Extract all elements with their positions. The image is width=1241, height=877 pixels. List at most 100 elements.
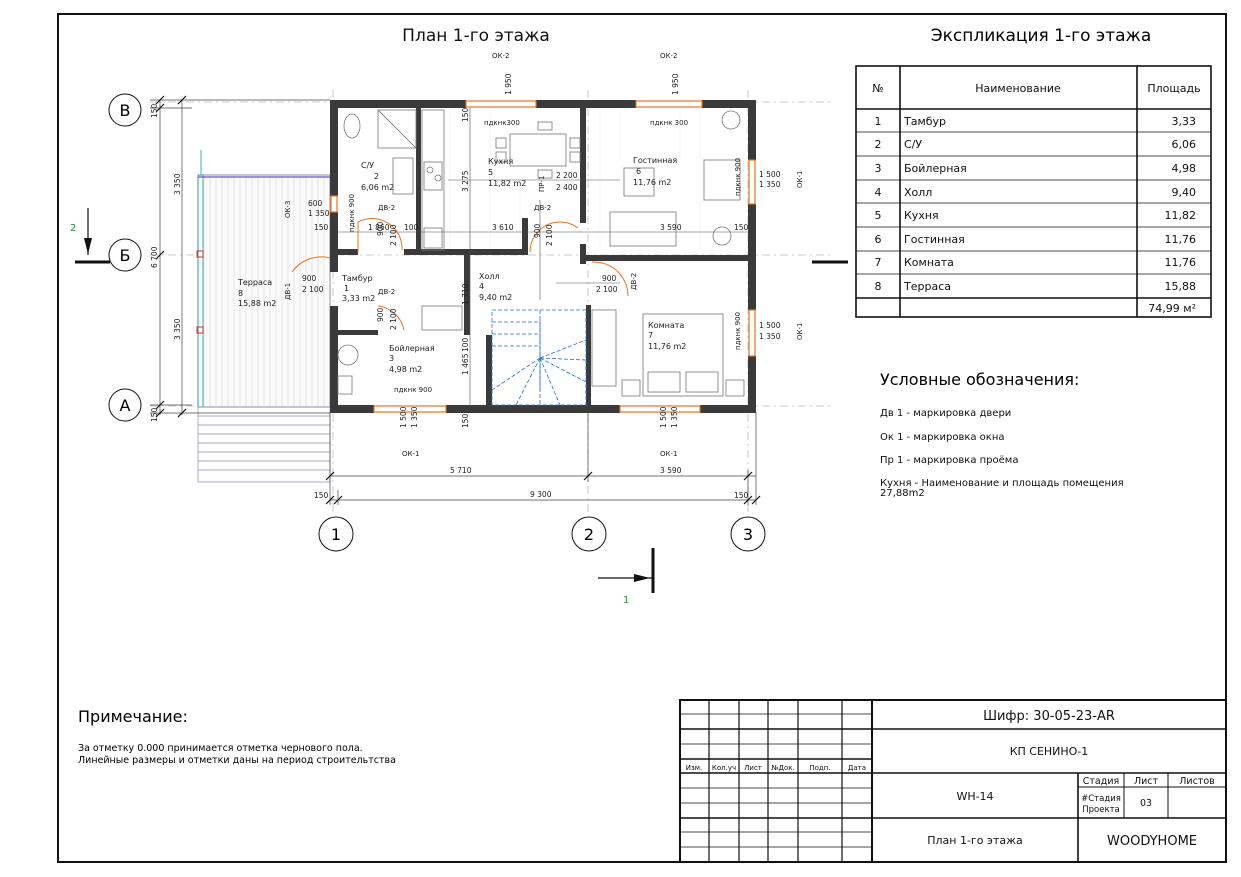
dim-150-top: 150 xyxy=(150,103,159,118)
explication-row-name: Тамбур xyxy=(903,115,946,128)
room-tambur-area: 3,33 m2 xyxy=(342,294,375,303)
mark-ok1-right-1: ОК-1 xyxy=(796,171,804,188)
explication-row-area: 4,98 xyxy=(1172,162,1197,175)
dim-3590-mid: 3 590 xyxy=(660,223,682,232)
axis-bubble-v xyxy=(108,93,142,127)
exterior-dim-lines xyxy=(150,99,757,505)
axis-label-v: В xyxy=(120,101,131,120)
mark-ok1-right-2: ОК-1 xyxy=(796,323,804,340)
note-title: Примечание: xyxy=(78,707,188,726)
axis-label-b: Б xyxy=(120,246,131,265)
explication-row-area: 11,76 xyxy=(1165,233,1197,246)
stamp-stage-header: Стадия xyxy=(1083,776,1119,787)
explication-row-num: 1 xyxy=(875,115,882,128)
mark-dv1: ДВ-1 xyxy=(284,283,292,300)
element-marks: ОК-2 ОК-2 ОК-1 ОК-1 ОК-3 ОК-1 ОК-1 ДВ-2 … xyxy=(284,52,804,458)
room-living-name: Гостинная xyxy=(633,156,677,165)
dim-2200: 2 200 xyxy=(556,171,578,180)
stamp-object: WH-14 xyxy=(956,790,993,803)
explication-row-num: 2 xyxy=(875,138,882,151)
explication-row-num: 6 xyxy=(875,233,882,246)
dim-1500-b1: 1 500 xyxy=(399,406,408,428)
doors xyxy=(291,218,629,331)
interior-dim-lines xyxy=(338,108,748,405)
explication-row-name: Бойлерная xyxy=(904,162,967,175)
dim-150-bottom: 150 xyxy=(150,407,159,422)
mark-ok2-b: ОК-2 xyxy=(660,52,677,60)
explication-header-num: № xyxy=(872,82,883,95)
room-su-name: С/У xyxy=(361,161,374,170)
room-kitchen-name: Кухня xyxy=(488,157,513,166)
dim-5710: 5 710 xyxy=(450,466,472,475)
explication-header-area: Площадь xyxy=(1147,82,1200,95)
dim-1500-r1: 1 500 xyxy=(759,170,781,179)
section-mark-2: 2 xyxy=(70,208,848,264)
legend-item-room: Кухня - Наименование и площадь помещения xyxy=(880,478,1124,489)
dim-1350-b1: 1 350 xyxy=(410,406,419,428)
note-line-1: За отметку 0.000 принимается отметка чер… xyxy=(78,743,363,754)
mark-dv2-a: ДВ-2 xyxy=(378,204,395,212)
explication-table-text: № Наименование Площадь 1 Тамбур 3,33 2 С… xyxy=(872,82,1200,315)
room-terrace-area: 15,88 m2 xyxy=(238,299,276,308)
title-block-text: Изм. Кол.уч Лист №Док. Подп. Дата Шифр: … xyxy=(686,709,1215,849)
section-label-2: 2 xyxy=(70,223,76,234)
room-terrace-name: Терраса xyxy=(237,278,272,287)
note-line-2: Линейные размеры и отметки даны на перио… xyxy=(78,755,396,766)
mark-ok1-bottom-1: ОК-1 xyxy=(402,450,419,458)
room-tambur-name: Тамбур xyxy=(341,274,373,283)
axis-label-2: 2 xyxy=(584,525,594,544)
room-su-area: 6,06 m2 xyxy=(361,183,394,192)
dim-3350-top: 3 350 xyxy=(173,173,182,195)
dim-150-v-top: 150 xyxy=(461,107,470,122)
dim-150-mid-left: 150 xyxy=(314,223,329,232)
explication-row-name: Гостинная xyxy=(904,233,965,246)
mark-ok1-bottom-2: ОК-1 xyxy=(660,450,677,458)
walls xyxy=(330,100,756,413)
explication-total: 74,99 м² xyxy=(1148,302,1196,315)
stamp-col-podp: Подп. xyxy=(809,764,830,772)
dim-900-a: 900 xyxy=(376,221,385,236)
room-boiler-name: Бойлерная xyxy=(389,344,435,353)
stamp-list-value: 03 xyxy=(1140,798,1152,809)
dim-3275: 3 275 xyxy=(461,170,470,192)
dim-1350-r2: 1 350 xyxy=(759,332,781,341)
dim-150-left-bottom: 150 xyxy=(314,491,329,500)
stamp-company: WOODYHOME xyxy=(1107,834,1197,849)
dim-1465: 1 465 xyxy=(461,353,470,375)
explication-row-name: Холл xyxy=(904,186,932,199)
room-tambur-num: 1 xyxy=(344,284,349,293)
dim-9300: 9 300 xyxy=(530,490,552,499)
stair xyxy=(491,309,587,406)
axis-label-a: А xyxy=(120,396,131,415)
windows xyxy=(330,100,756,413)
stamp-sheet-name: План 1-го этажа xyxy=(927,834,1023,847)
mark-sill900-a: пдкнк 900 xyxy=(348,194,356,232)
axis-bubble-3 xyxy=(730,516,766,552)
room-hall-num: 4 xyxy=(479,282,484,291)
stamp-list-header: Лист xyxy=(1134,776,1159,787)
explication-row-area: 3,33 xyxy=(1172,115,1197,128)
stamp-lists-header: Листов xyxy=(1179,776,1215,787)
mark-sill300-b: пдкнк 300 xyxy=(650,119,688,127)
dim-900-d: 900 xyxy=(602,274,617,283)
explication-table xyxy=(855,65,1212,318)
dim-150-right-bottom: 150 xyxy=(734,491,749,500)
explication-row-name: С/У xyxy=(904,138,922,151)
room-terrace-num: 8 xyxy=(238,289,243,298)
dim-1710: 1 710 xyxy=(461,283,470,305)
legend-title: Условные обозначения: xyxy=(880,370,1079,389)
stamp-col-ndok: №Док. xyxy=(771,764,795,772)
explication-row-name: Кухня xyxy=(904,209,939,222)
title-block xyxy=(679,699,1227,863)
dim-1950-b: 1 950 xyxy=(671,73,680,95)
axis-bubble-b xyxy=(108,238,142,272)
room-hall-name: Холл xyxy=(479,272,500,281)
mark-ok2-a: ОК-2 xyxy=(492,52,509,60)
room-labels: С/У 2 6,06 m2 Кухня 5 11,82 m2 Гостинная… xyxy=(237,156,686,374)
legend-items: Дв 1 - маркировка двери Ок 1 - маркировк… xyxy=(880,408,1124,499)
plan-title: План 1-го этажа xyxy=(402,26,550,46)
stamp-project: КП СЕНИНО-1 xyxy=(1010,745,1089,758)
room-hall-area: 9,40 m2 xyxy=(479,293,512,302)
dim-6700: 6 700 xyxy=(150,246,159,268)
room-boiler-area: 4,98 m2 xyxy=(389,365,422,374)
